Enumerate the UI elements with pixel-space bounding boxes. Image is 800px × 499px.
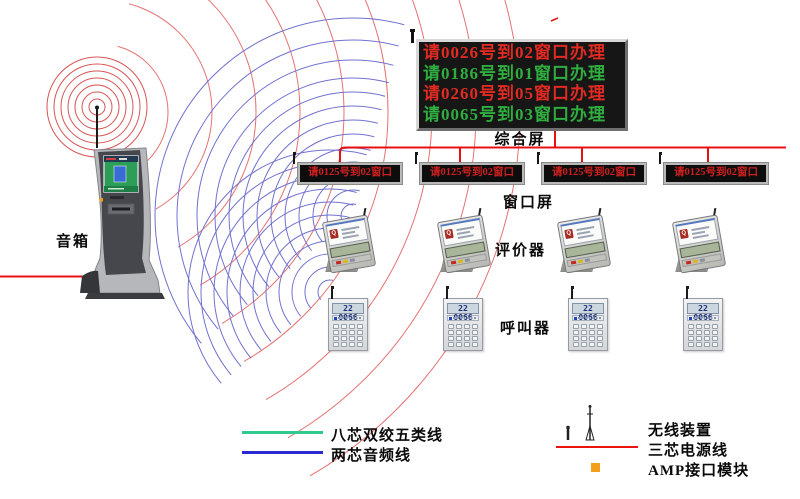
window-screen-3: 请0125号到02窗口 [536, 152, 646, 184]
kiosk-base [85, 293, 165, 299]
legend-cat5-label: 八芯双绞五类线 [331, 428, 444, 444]
legend-audio-line [242, 451, 323, 454]
window-screen-antenna-icon [658, 152, 662, 164]
stray-mark [550, 17, 559, 22]
caller-antenna-icon [685, 286, 689, 299]
kiosk-slot-small [110, 196, 124, 199]
caller-brand-strip [447, 315, 479, 321]
main-display-antenna-icon [410, 29, 414, 43]
kiosk-screen-header-text [106, 158, 116, 160]
display-line-4: 请0065号到03窗口办理 [423, 104, 606, 124]
window-screens-label: 窗口屏 [503, 195, 555, 211]
caller-keypad [448, 324, 478, 347]
caller-keypad [688, 324, 718, 347]
display-line-3: 请0260号到05窗口办理 [423, 84, 606, 103]
window-screen-4: 请0125号到02窗口 [658, 152, 768, 184]
caller-keypad [573, 324, 603, 347]
legend-amp-square [591, 463, 600, 472]
legend-audio-label: 两芯音频线 [331, 448, 412, 464]
main-led-display: 请0026号到02窗口办理 请0186号到01窗口办理 请0260号到05窗口办… [410, 29, 628, 131]
kiosk-antenna-tip [95, 105, 99, 110]
caller-lcd: 22 0066 [572, 303, 604, 322]
kiosk-foot [80, 270, 100, 293]
evaluators-label: 评价器 [495, 243, 547, 259]
evaluator-body: Q [671, 214, 727, 274]
kiosk-screen-header-text2 [119, 158, 127, 160]
caller-brand-strip [687, 315, 719, 321]
bus-cable [339, 146, 786, 166]
window-screen-text: 请0125号到02窗口 [674, 167, 758, 178]
display-line-1: 请0026号到02窗口办理 [423, 43, 606, 62]
evaluator-1: Q [318, 207, 378, 276]
evaluator-body: Q [556, 214, 612, 274]
legend-power-line [556, 446, 638, 448]
caller-antenna-icon [570, 286, 574, 299]
evaluator-body: Q [321, 214, 377, 274]
caller-brand-strip [332, 315, 364, 321]
callers-label: 呼叫器 [500, 321, 552, 337]
evaluator-4: Q [668, 207, 728, 276]
caller-lcd: 22 0066 [447, 303, 479, 322]
legend-cat5-line [242, 431, 323, 434]
legend-power-label: 三芯电源线 [648, 443, 729, 459]
caller-lcd: 22 0066 [687, 303, 719, 322]
power-cables [0, 17, 786, 278]
evaluator-3: Q [553, 207, 613, 276]
window-screen-text: 请0125号到02窗口 [308, 167, 392, 178]
amp-module-dot [99, 198, 103, 202]
kiosk-ticket-slot [112, 207, 130, 211]
kiosk-screen-content [113, 165, 127, 183]
legend-amp-label: AMP接口模块 [648, 463, 750, 479]
window-screen-2: 请0125号到02窗口 [414, 152, 524, 184]
evaluator-logo: Q [329, 228, 339, 240]
caller-4: 22 0066 [683, 286, 723, 351]
evaluator-2: Q [433, 207, 493, 276]
main-display-label: 综合屏 [494, 132, 546, 148]
window-screen-text: 请0125号到02窗口 [552, 167, 636, 178]
display-line-2: 请0186号到01窗口办理 [423, 63, 606, 83]
caller-3: 22 0066 [568, 286, 608, 351]
caller-keypad [333, 324, 363, 347]
caller-antenna-icon [445, 286, 449, 299]
wireless-device-icon [566, 405, 595, 441]
speaker-label: 音箱 [56, 234, 91, 250]
window-screen-antenna-icon [414, 152, 418, 164]
caller-1: 22 0066 [328, 286, 368, 351]
window-screen-antenna-icon [536, 152, 540, 164]
ticket-kiosk [80, 105, 165, 299]
window-screen-1: 请0125号到02窗口 [292, 152, 402, 184]
window-screen-antenna-icon [292, 152, 296, 164]
caller-lcd: 22 0066 [332, 303, 364, 322]
legend-wireless-label: 无线装置 [648, 423, 713, 439]
kiosk-screen-footer-text [108, 188, 124, 190]
caller-antenna-icon [330, 286, 334, 299]
evaluator-body: Q [436, 214, 492, 274]
evaluator-logo: Q [564, 228, 574, 240]
caller-2: 22 0066 [443, 286, 483, 351]
caller-brand-strip [572, 315, 604, 321]
window-screen-text: 请0125号到02窗口 [430, 167, 514, 178]
evaluator-logo: Q [444, 228, 454, 240]
evaluator-logo: Q [679, 228, 689, 240]
